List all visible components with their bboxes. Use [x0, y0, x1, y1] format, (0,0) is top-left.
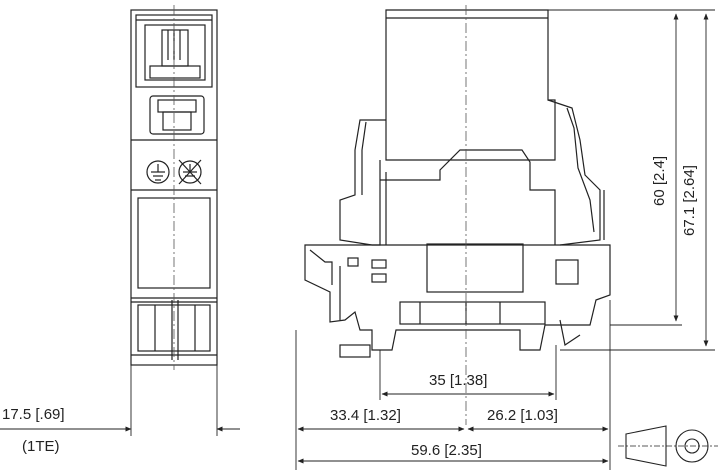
label-area — [426, 243, 524, 293]
horizontal-dimensions — [295, 300, 611, 470]
side-view — [304, 9, 611, 358]
height-67-label: 67.1 [2.64] — [681, 165, 698, 236]
dim-35-label: 35 [1.38] — [429, 372, 487, 389]
dim-33-label: 33.4 [1.32] — [330, 407, 401, 424]
width-label: 17.5 [.69] — [2, 406, 65, 423]
height-60-label: 60 [2.4] — [651, 156, 668, 206]
dim-26-label: 26.2 [1.03] — [487, 407, 558, 424]
dim-59-label: 59.6 [2.35] — [411, 442, 482, 459]
crossed-ground-symbol-icon — [178, 159, 202, 185]
width-dimension — [0, 365, 240, 436]
upper-housing — [385, 9, 556, 161]
lower-body — [304, 244, 611, 351]
width-sublabel: (1TE) — [22, 438, 60, 455]
ground-symbol-icon — [146, 160, 170, 184]
projection-symbol-icon — [618, 425, 718, 467]
middle-connector — [149, 95, 205, 135]
height-dimensions — [548, 9, 715, 351]
